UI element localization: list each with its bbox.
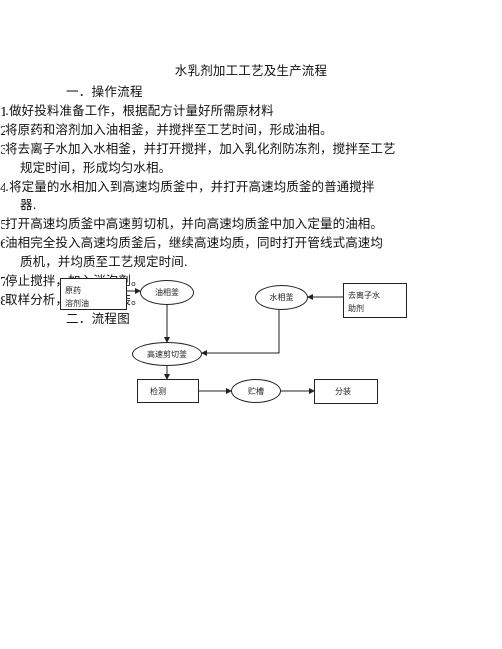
step-2: 2将原药和溶剂加入油相釜，并搅拌至工艺时间，形成油相。 [0,122,333,138]
water-input-label-1: 去离子水 [348,291,380,300]
inspection-box: 检测 [137,379,199,403]
high-speed-shear-tank: 高速剪切釜 [132,342,202,366]
step-4: 4.将定量的水相加入到高速均质釜中，并打开高速均质釜的普通搅拌 [0,179,375,195]
water-input-box: 去离子水 助剂 [343,283,407,318]
step-5: 5打开高速均质釜中高速剪切机，并向高速均质釜中加入定量的油相。 [0,216,384,232]
step-6: 6油相完全投入高速均质釜后，继续高速均质，同时打开管线式高速均 [0,235,384,251]
step-3-continued: 规定时间，形成均匀水相。 [20,160,172,175]
packaging-box: 分装 [314,379,378,404]
document-title: 水乳剂加工工艺及生产流程 [174,63,328,78]
step-4-continued: 器. [20,197,37,212]
oil-phase-tank: 油相釜 [140,280,194,305]
storage-tank: 贮槽 [231,379,281,403]
raw-material-label-1: 原药 [65,286,81,295]
step-6-continued: 质机，并均质至工艺规定时间. [20,254,188,269]
section-heading-operation: 一．操作流程 [66,84,143,99]
raw-materials-box: 原药 溶剂油 [60,278,127,310]
arrow-water-to-shear [201,310,280,356]
step-3: 3将去离子水加入水相釜，并打开搅拌，加入乳化剂防冻剂，搅拌至工艺 [0,141,396,157]
step-1: 1.做好投料准备工作，根据配方计量好所需原材料 [0,103,274,119]
section-heading-flowchart: 二．流程图 [66,311,131,326]
water-phase-tank: 水相釜 [255,285,308,310]
water-input-label-2: 助剂 [348,304,364,313]
raw-material-label-2: 溶剂油 [65,299,89,308]
